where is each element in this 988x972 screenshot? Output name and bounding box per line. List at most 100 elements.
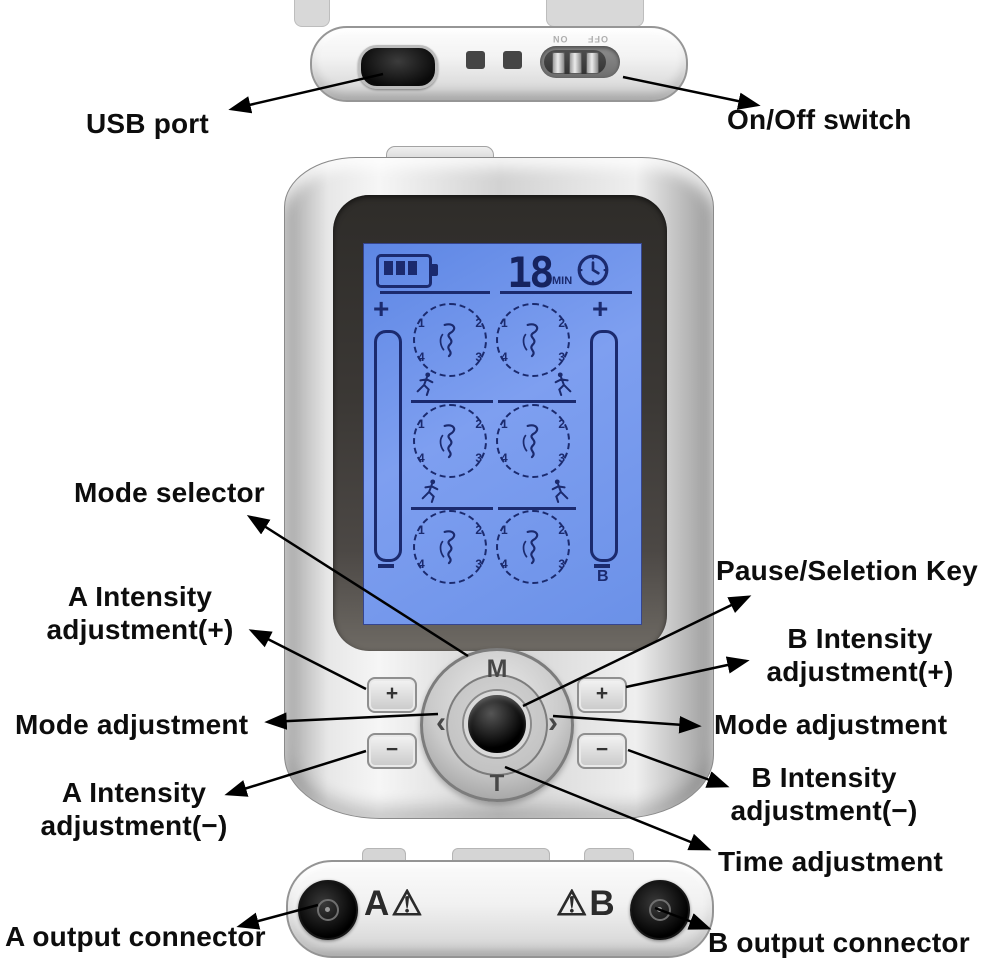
mode-circle: 1 2 3 4 [413, 303, 487, 377]
runner-figure-icon [552, 370, 574, 398]
mode-pictogram-icon [436, 321, 464, 359]
a-intensity-plus-button[interactable]: + [367, 677, 417, 713]
lcd-row-divider [411, 507, 493, 510]
mode-number: 3 [558, 451, 565, 465]
lcd-row-divider [411, 400, 493, 403]
timer-unit-label: MIN [552, 275, 573, 287]
runner-figure-icon [414, 370, 436, 398]
switch-rib [586, 52, 599, 74]
lcd-separator [380, 291, 490, 294]
warning-icon: ⚠ [556, 884, 590, 923]
gauge-a-plus: + [373, 293, 390, 324]
label-mode-adjustment-left: Mode adjustment [15, 709, 249, 740]
label-on-off-switch: On/Off switch [727, 104, 912, 135]
a-intensity-minus-button[interactable]: − [367, 733, 417, 769]
lcd-row-divider [498, 507, 576, 510]
vent-hole [466, 51, 485, 69]
mode-number: 2 [475, 523, 482, 537]
b-intensity-minus-button[interactable]: − [577, 733, 627, 769]
mode-adjust-left-key[interactable]: ‹ [436, 706, 446, 739]
label-time-adjustment: Time adjustment [718, 846, 943, 877]
mode-number: 4 [418, 350, 425, 364]
gauge-b-bar [590, 330, 618, 562]
gauge-a-bar [374, 330, 402, 562]
onoff-switch-text: OFF ON [552, 34, 608, 44]
usb-port[interactable] [358, 45, 438, 89]
switch-rib [552, 52, 565, 74]
battery-icon [376, 254, 438, 288]
mode-number: 1 [418, 417, 425, 431]
photo-edge-tab [546, 0, 644, 27]
label-usb-port: USB port [86, 108, 209, 139]
lcd-channel-b-label: B [597, 568, 609, 585]
time-adjust-key[interactable]: T [489, 770, 505, 797]
mode-number: 2 [558, 316, 565, 330]
mode-number: 4 [418, 557, 425, 571]
warning-icon: ⚠ [391, 884, 425, 923]
label-mode-selector: Mode selector [74, 477, 265, 508]
b-output-connector[interactable] [630, 880, 690, 940]
label-a-intensity-plus: A Intensity adjustment(+) [46, 581, 234, 645]
gauge-b-plus: + [592, 293, 609, 324]
photo-edge-tab [452, 848, 550, 863]
gauge-b-minus-dash [594, 564, 610, 568]
device-bottom-view: A⚠ ⚠B [286, 860, 714, 958]
mode-number: 3 [475, 350, 482, 364]
label-mode-adjustment-right: Mode adjustment [714, 709, 948, 740]
mode-number: 4 [501, 350, 508, 364]
lcd-screen: 18 MIN + + B 1 2 3 4 1 2 3 4 1 2 [363, 243, 642, 625]
mode-number: 2 [558, 417, 565, 431]
mode-pictogram-icon [436, 422, 464, 460]
label-a-intensity-minus: A Intensity adjustment(−) [40, 777, 228, 841]
channel-a-jack-label: A⚠ [364, 884, 425, 924]
clock-icon [576, 253, 610, 287]
label-pause-selection-key: Pause/Seletion Key [716, 555, 978, 586]
label-b-intensity-minus: B Intensity adjustment(−) [730, 762, 918, 826]
mode-pictogram-icon [519, 422, 547, 460]
mode-number: 1 [418, 316, 425, 330]
mode-number: 3 [475, 451, 482, 465]
mode-number: 3 [475, 557, 482, 571]
vent-hole [503, 51, 522, 69]
mode-circle: 1 2 3 4 [413, 404, 487, 478]
channel-a-letter: A [364, 884, 392, 923]
runner-figure-icon [549, 477, 571, 505]
channel-b-jack-label: ⚠B [556, 884, 617, 924]
channel-b-letter: B [589, 884, 617, 923]
b-intensity-plus-button[interactable]: + [577, 677, 627, 713]
control-dial[interactable]: M ‹ › T [420, 648, 574, 802]
timer-value: 18 [507, 248, 555, 297]
mode-circle: 1 2 3 4 [413, 510, 487, 584]
pause-selection-button[interactable] [464, 691, 530, 757]
mode-number: 4 [501, 451, 508, 465]
mode-number: 2 [475, 316, 482, 330]
mode-number: 3 [558, 557, 565, 571]
mode-circle: 1 2 3 4 [496, 510, 570, 584]
mode-circle: 1 2 3 4 [496, 404, 570, 478]
mode-number: 1 [501, 523, 508, 537]
mode-adjust-right-key[interactable]: › [548, 706, 558, 739]
mode-pictogram-icon [519, 528, 547, 566]
photo-edge-tab [294, 0, 330, 27]
mode-circle: 1 2 3 4 [496, 303, 570, 377]
mode-number: 1 [501, 316, 508, 330]
label-a-output-connector: A output connector [5, 921, 266, 952]
label-b-output-connector: B output connector [708, 927, 970, 958]
mode-pictogram-icon [436, 528, 464, 566]
mode-number: 2 [475, 417, 482, 431]
label-b-intensity-plus: B Intensity adjustment(+) [766, 623, 954, 687]
switch-rib [569, 52, 582, 74]
mode-selector-key[interactable]: M [486, 655, 508, 683]
lcd-row-divider [498, 400, 576, 403]
lcd-separator [500, 291, 632, 294]
onoff-switch[interactable] [540, 46, 620, 78]
mode-number: 4 [501, 557, 508, 571]
mode-number: 1 [501, 417, 508, 431]
gauge-a-minus-dash [378, 564, 394, 568]
mode-number: 1 [418, 523, 425, 537]
device-top-view: OFF ON [310, 26, 688, 102]
mode-number: 4 [418, 451, 425, 465]
a-output-connector[interactable] [298, 880, 358, 940]
photo-edge-tab [362, 848, 406, 863]
